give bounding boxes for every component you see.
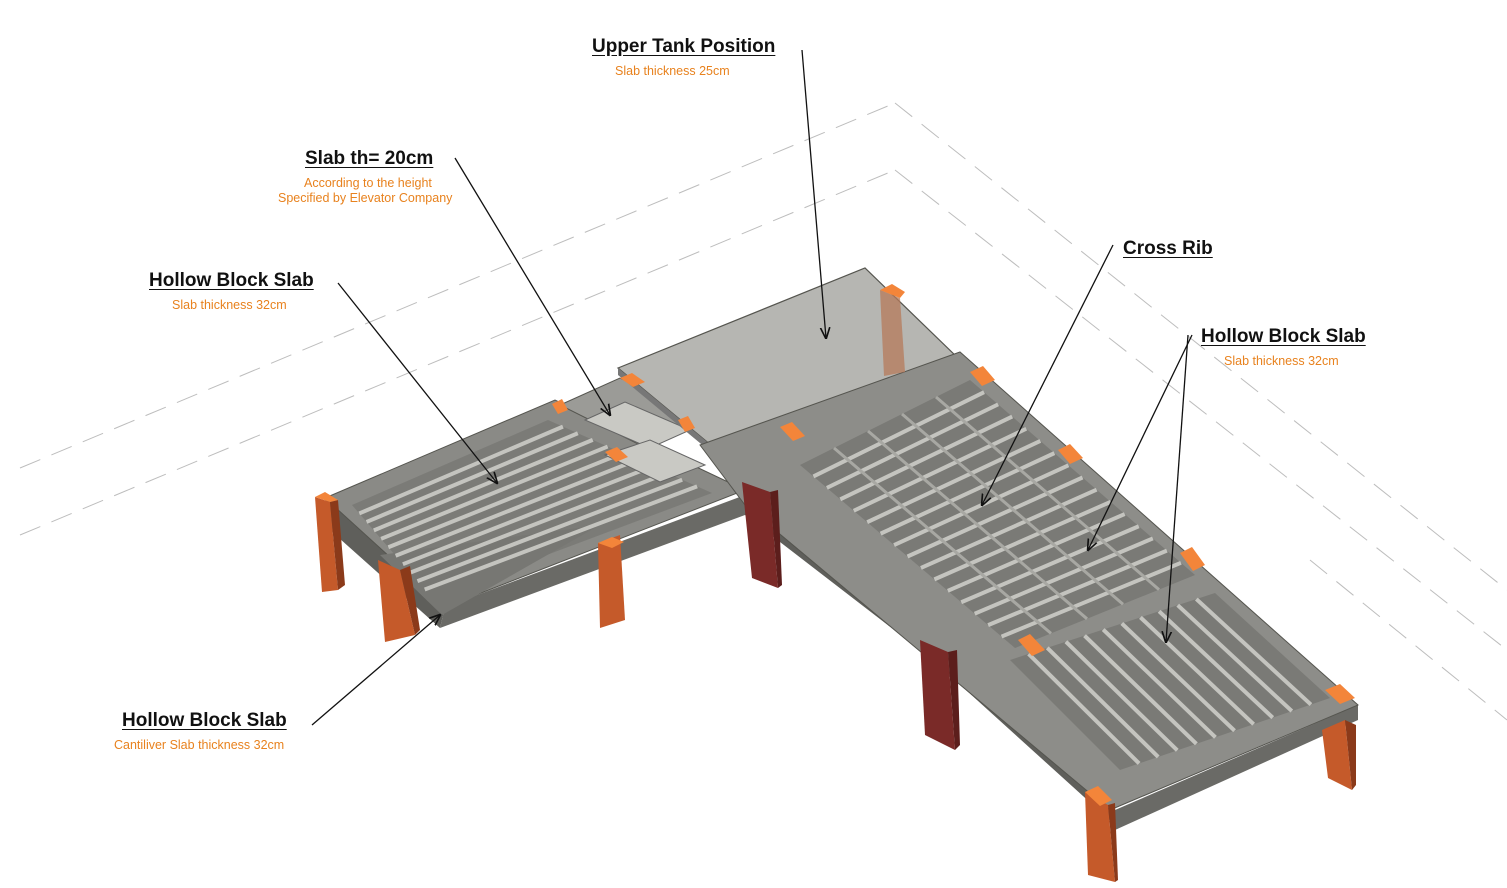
column bbox=[742, 482, 782, 588]
annotation-title: Hollow Block Slab bbox=[1201, 326, 1366, 347]
rib-line bbox=[879, 451, 1056, 536]
rib-line bbox=[1101, 628, 1217, 739]
lower-hollow-ribs bbox=[1027, 597, 1313, 765]
annotation-subtitle: Slab thickness 25cm bbox=[615, 64, 730, 78]
reference-lines bbox=[19, 102, 1507, 721]
leader-lines bbox=[311, 49, 1193, 726]
rib-line bbox=[812, 390, 985, 479]
rib-line bbox=[833, 446, 1052, 635]
rib-line bbox=[825, 402, 1000, 490]
rib-line bbox=[1083, 634, 1198, 746]
rib-line bbox=[867, 429, 1088, 620]
column bbox=[378, 560, 420, 642]
annotation-subtitle: Slab thickness 32cm bbox=[1224, 354, 1339, 368]
column bbox=[920, 640, 960, 750]
annotation-subtitle: Slab thickness 32cm bbox=[172, 298, 287, 312]
annotation-subtitle: Specified by Elevator Company bbox=[278, 191, 453, 205]
rib-line bbox=[901, 412, 1124, 606]
rib-line bbox=[947, 512, 1126, 593]
annotation-slab-th: Slab th= 20cm According to the height Sp… bbox=[278, 148, 452, 206]
rib-line bbox=[424, 484, 698, 592]
rib-line bbox=[416, 477, 683, 583]
rib-line bbox=[365, 431, 579, 524]
rib-line bbox=[1000, 560, 1182, 639]
column bbox=[1322, 684, 1356, 790]
annotation-title: Slab th= 20cm bbox=[305, 148, 434, 169]
rib-line bbox=[906, 475, 1084, 559]
rib-line bbox=[380, 444, 609, 541]
annotation-upper-tank: Upper Tank Position Slab thickness 25cm bbox=[592, 36, 775, 79]
annotation-subtitle: According to the height bbox=[304, 176, 432, 190]
rib-line bbox=[1120, 622, 1236, 733]
rib-line bbox=[358, 424, 564, 516]
rib-line bbox=[866, 439, 1042, 524]
rib-line bbox=[960, 524, 1140, 605]
rib-line bbox=[987, 548, 1168, 627]
annotation-title: Hollow Block Slab bbox=[149, 270, 314, 291]
annotation-title: Upper Tank Position bbox=[592, 36, 776, 57]
rib-line bbox=[1195, 597, 1313, 707]
annotation-title: Hollow Block Slab bbox=[122, 710, 287, 731]
rib-line bbox=[935, 395, 1160, 591]
column bbox=[880, 284, 905, 376]
rib-line bbox=[409, 471, 668, 575]
rib-line bbox=[1027, 652, 1141, 765]
rib-line bbox=[973, 536, 1154, 616]
rib-line bbox=[1139, 615, 1256, 726]
rib-line bbox=[394, 457, 639, 558]
column-caps bbox=[552, 366, 1205, 656]
annotation-title: Cross Rib bbox=[1123, 238, 1213, 259]
annotation-hollow-left: Hollow Block Slab Slab thickness 32cm bbox=[149, 270, 314, 313]
rib-line bbox=[852, 426, 1028, 513]
rib-line bbox=[920, 487, 1098, 570]
columns bbox=[315, 284, 1356, 882]
rib-line bbox=[373, 438, 594, 533]
annotation-hollow-right: Hollow Block Slab Slab thickness 32cm bbox=[1201, 326, 1366, 369]
rib-line bbox=[1157, 609, 1275, 720]
cross-ribs bbox=[833, 395, 1160, 635]
annotation-hollow-cantilever: Hollow Block Slab Cantiliver Slab thickn… bbox=[114, 710, 287, 753]
rib-line bbox=[839, 414, 1014, 502]
rib-line bbox=[1064, 640, 1179, 752]
left-wing-ribs bbox=[358, 424, 698, 592]
rib-line bbox=[402, 464, 654, 567]
annotation-subtitle: Cantiliver Slab thickness 32cm bbox=[114, 738, 285, 752]
column bbox=[1085, 786, 1118, 882]
column bbox=[598, 535, 625, 628]
column bbox=[315, 492, 345, 592]
rib-line bbox=[933, 500, 1112, 582]
rib-line bbox=[1045, 646, 1160, 759]
rib-line bbox=[387, 451, 624, 550]
annotation-cross-rib: Cross Rib bbox=[1123, 238, 1213, 260]
rib-line bbox=[1176, 603, 1294, 713]
